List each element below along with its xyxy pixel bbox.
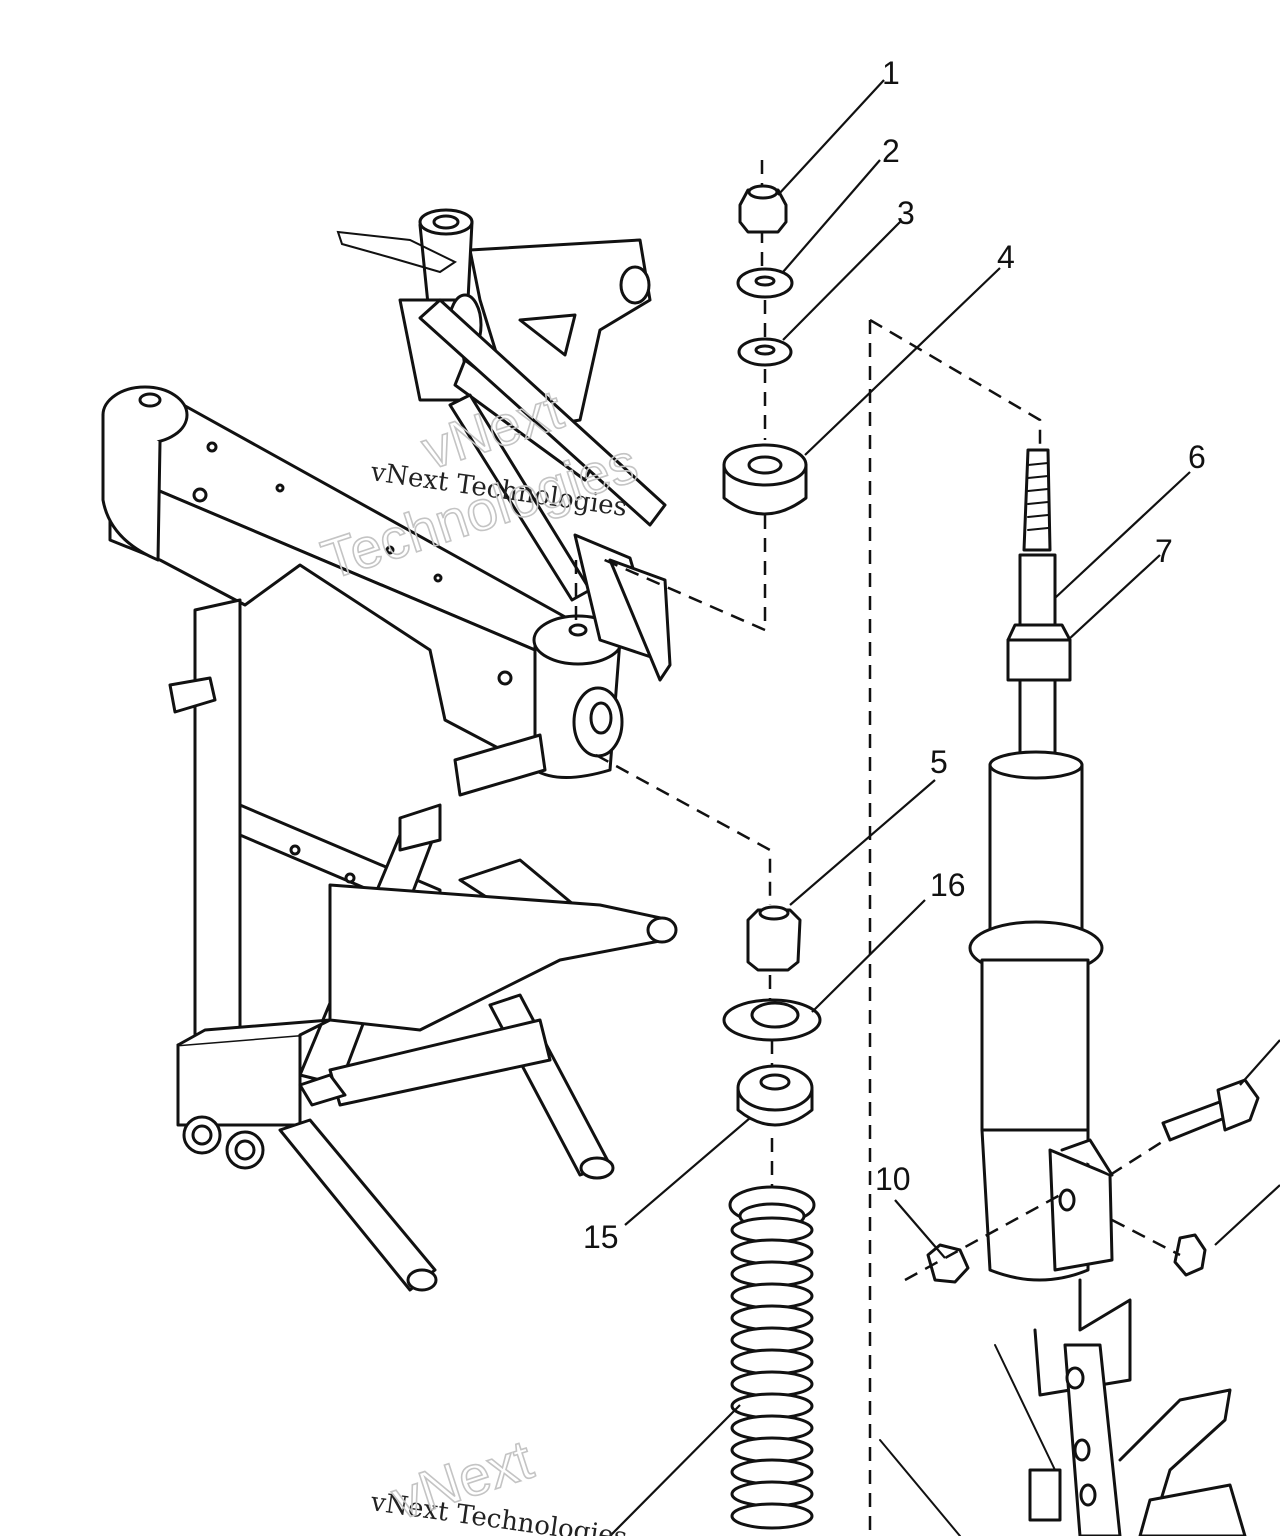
spring-coil <box>730 1392 814 1420</box>
spring-coil <box>730 1326 814 1354</box>
spring-coil <box>730 1502 814 1530</box>
coil-spring <box>728 1185 816 1530</box>
strut-collar-6 <box>1018 553 1057 632</box>
callout-6: 6 <box>1188 439 1206 475</box>
spring-coil <box>730 1260 814 1288</box>
nut-10 <box>926 1243 970 1284</box>
spring-coil <box>730 1436 814 1464</box>
callout-1: 1 <box>882 55 900 91</box>
strut-assembly <box>868 318 1280 1536</box>
spring-coil <box>730 1480 814 1508</box>
callout-labels: 1 2 3 4 6 7 5 16 15 10 <box>583 55 1206 1255</box>
callout-16: 16 <box>930 867 966 903</box>
callout-leaders <box>609 79 1191 1536</box>
frame-assembly <box>101 208 678 1292</box>
spring-coil <box>730 1282 814 1310</box>
strut-seal-7 <box>1006 638 1072 682</box>
spring-coil <box>730 1238 814 1266</box>
spring-coil <box>730 1458 814 1486</box>
spring-coil <box>730 1414 814 1442</box>
watermark-lower: vNext Technologies vNext <box>368 1426 629 1536</box>
callout-7: 7 <box>1155 533 1173 569</box>
spring-coil <box>730 1370 814 1398</box>
callout-2: 2 <box>882 133 900 169</box>
callout-15: 15 <box>583 1219 619 1255</box>
center-hardware-stack <box>574 160 822 1210</box>
spring-coil <box>730 1216 814 1244</box>
spring-coil <box>730 1348 814 1376</box>
callout-5: 5 <box>930 744 948 780</box>
callout-10: 10 <box>875 1161 911 1197</box>
spring-coil <box>730 1304 814 1332</box>
callout-4: 4 <box>997 239 1015 275</box>
callout-3: 3 <box>897 195 915 231</box>
